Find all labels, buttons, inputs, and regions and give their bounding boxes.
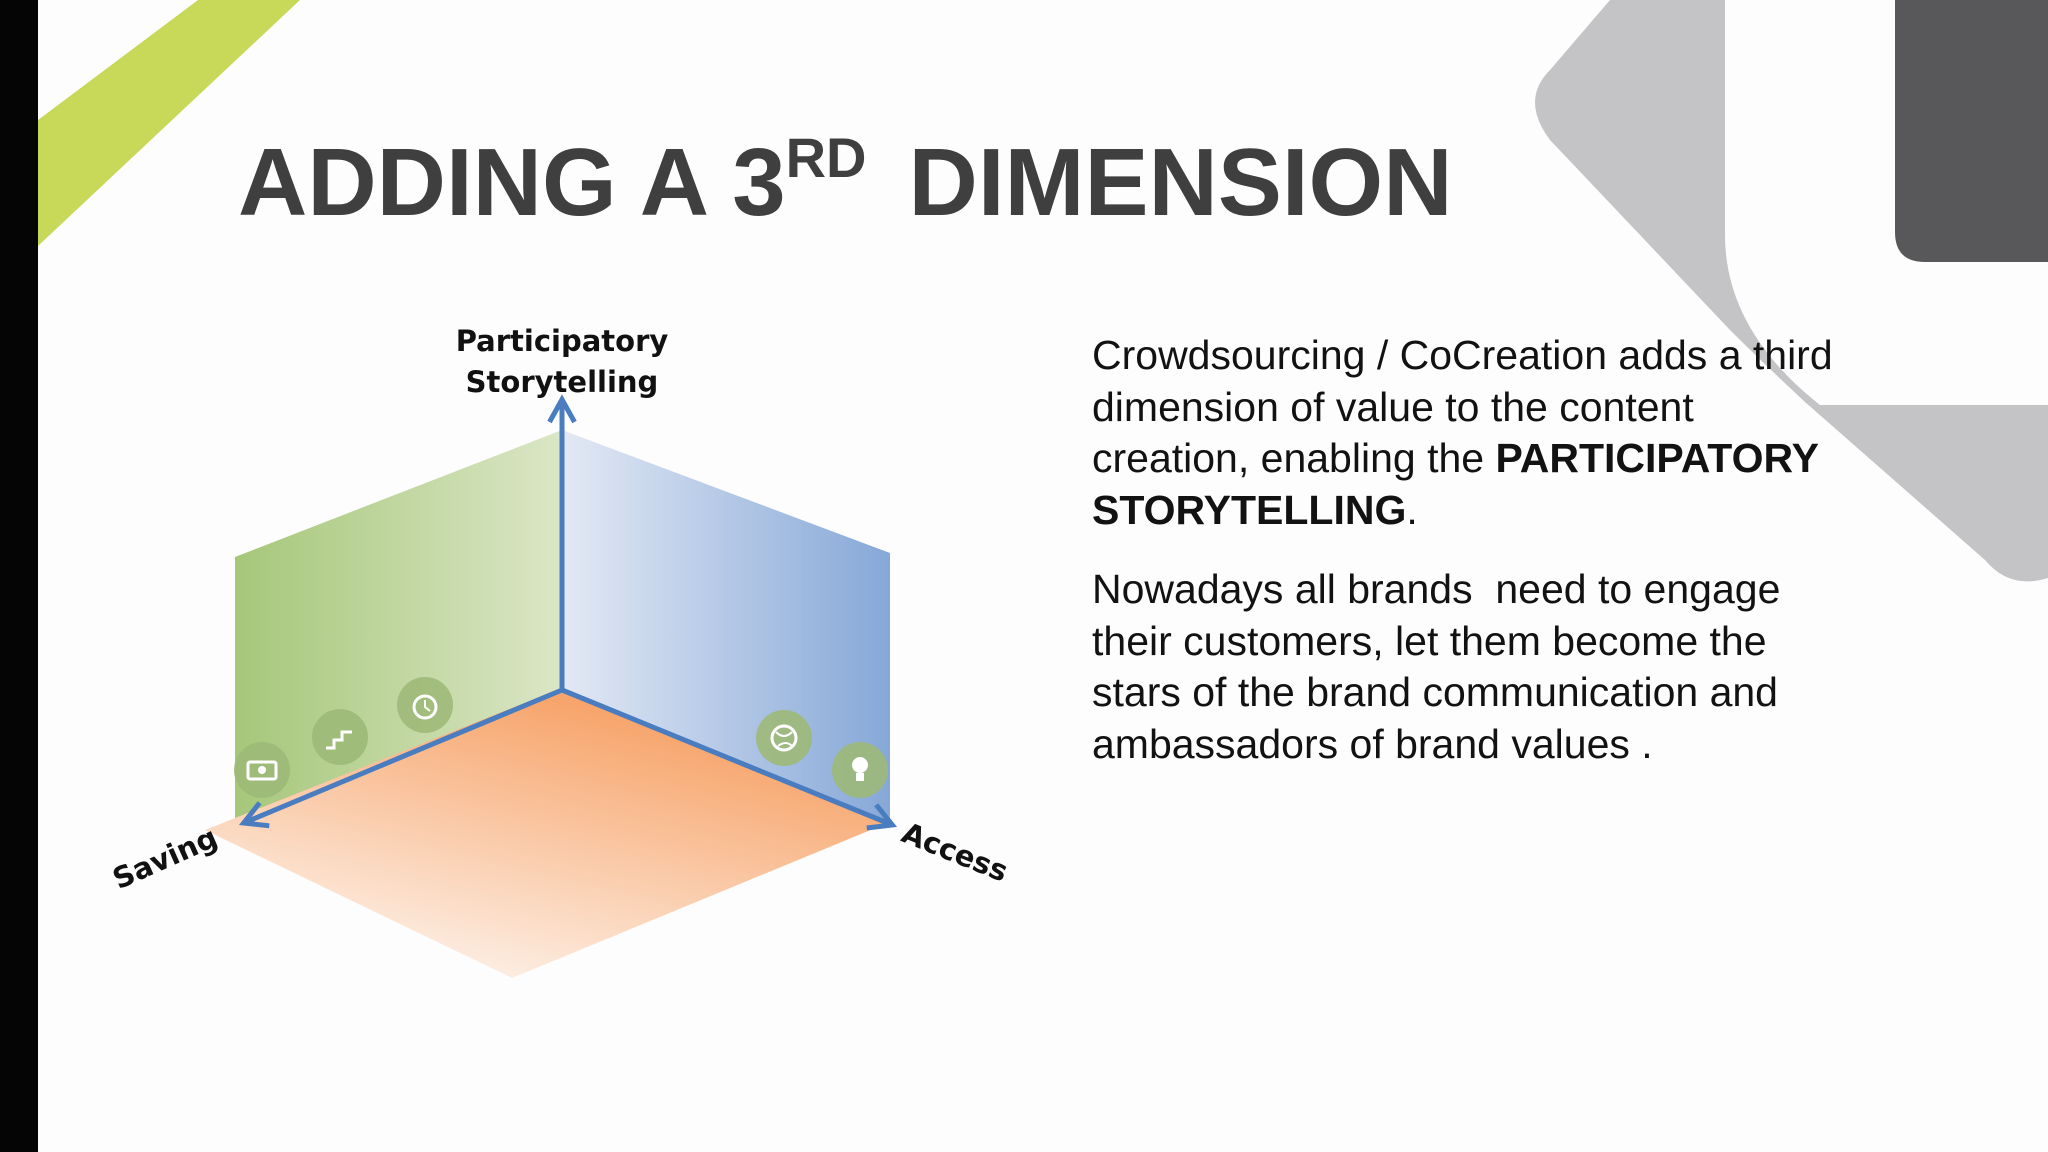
emphasis-participatory-storytelling: PARTICIPATORY STORYTELLING: [1092, 435, 1819, 533]
vertical-axis-label-line2: Storytelling: [466, 365, 659, 399]
3d-axis-diagram: Participatory Storytelling Saving Access: [108, 324, 1013, 978]
orange-floor-panel: [205, 688, 890, 978]
paragraph-1: Crowdsourcing / CoCreation adds a third …: [1092, 330, 1852, 536]
gray-corner-shape: [1535, 0, 2048, 582]
title-main: ADDING A 3: [238, 129, 786, 236]
left-black-bar: [0, 0, 38, 1152]
right-axis-label: Access: [897, 815, 1013, 888]
title-superscript: RD: [785, 126, 867, 189]
description-text: Crowdsourcing / CoCreation adds a third …: [1092, 330, 1852, 798]
money-icon: [234, 742, 290, 798]
paragraph-2: Nowadays all brands need to engage their…: [1092, 566, 1792, 767]
globe-icon: [756, 710, 812, 766]
vertical-axis-label-line1: Participatory: [456, 324, 669, 358]
slide-title: ADDING A 3RD DIMENSION: [238, 126, 1453, 238]
lightbulb-icon: [832, 742, 888, 798]
stairs-icon: [312, 709, 368, 765]
title-end: DIMENSION: [908, 129, 1453, 236]
left-axis-arrow: [246, 687, 563, 822]
alarm-clock-icon: [397, 677, 453, 733]
paragraph-1-end: .: [1406, 486, 1418, 533]
dark-corner-block: [1895, 0, 2048, 262]
green-accent-stripe: [38, 0, 300, 246]
right-axis-arrow: [561, 687, 890, 824]
left-axis-label: Saving: [108, 820, 223, 896]
paragraph-1-lead: Crowdsourcing / CoCreation adds a third …: [1092, 332, 1833, 481]
